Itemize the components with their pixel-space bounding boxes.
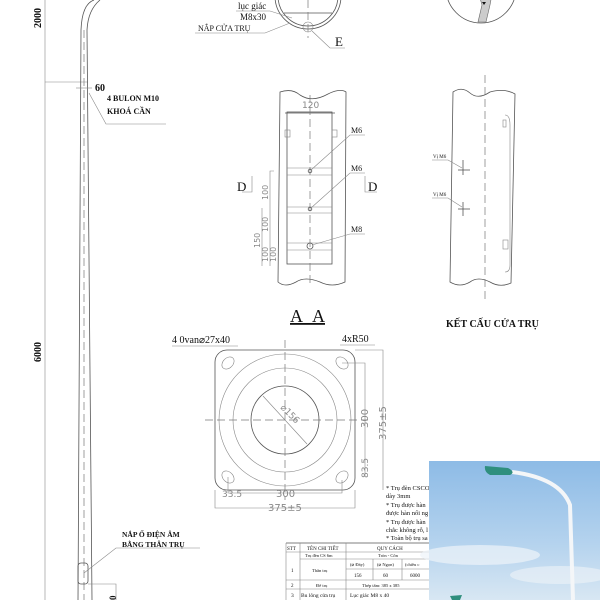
svg-text:QUY CÁCH: QUY CÁCH	[377, 546, 403, 552]
svg-text:300: 300	[360, 409, 371, 428]
svg-text:chắc không rỗ, l: chắc không rỗ, l	[386, 527, 428, 534]
hex-bolt-label: lục giác	[238, 1, 266, 11]
socket-label-1: NẮP Ổ ĐIỆN ÂM	[122, 529, 180, 539]
svg-text:100: 100	[269, 247, 278, 262]
door-cover-label: NẮP CỬA TRỤ	[198, 23, 251, 33]
svg-text:375±5: 375±5	[378, 406, 389, 440]
svg-text:100: 100	[261, 247, 270, 262]
dim-60: 60	[95, 83, 105, 94]
svg-text:Thép tấm: 385 x 385: Thép tấm: 385 x 385	[362, 583, 400, 588]
svg-text:(chiều c: (chiều c	[405, 562, 419, 567]
base-plate-section: A_A 4 0van⌀27x40 4xR50 ⌀156 300 375±5 83…	[172, 306, 389, 514]
arm-lock-label: KHOÁ CẦN	[107, 106, 151, 116]
dim-6000: 6000	[33, 342, 44, 362]
svg-text:(⌀ Đáy): (⌀ Đáy)	[350, 562, 365, 567]
section-title: A_A	[290, 306, 325, 326]
svg-text:Tròn - Côn: Tròn - Côn	[378, 553, 399, 558]
svg-text:4 0van⌀27x40: 4 0van⌀27x40	[172, 335, 230, 346]
svg-text:* Trụ đèn CSCO: * Trụ đèn CSCO	[386, 485, 430, 492]
svg-text:1: 1	[291, 569, 294, 574]
svg-text:Vị M6: Vị M6	[433, 155, 447, 160]
section-d-left: D	[237, 179, 246, 194]
svg-text:M8x30: M8x30	[240, 12, 267, 22]
svg-text:100: 100	[261, 185, 270, 200]
spec-table: STT TÊN CHI TIẾT QUY CÁCH Trụ đèn CS 6m …	[285, 542, 430, 600]
svg-text:4xR50: 4xR50	[342, 334, 369, 345]
door-front-view: 120 M6 M6 M8 D D 100 100 150 100 100	[237, 90, 377, 286]
hatch-detail	[447, 0, 515, 24]
door-bolt-spec: Lục giác M8 x 40	[350, 593, 389, 599]
svg-text:dày 3mm: dày 3mm	[386, 493, 410, 500]
svg-text:Thân trụ: Thân trụ	[312, 568, 328, 573]
svg-text:M6: M6	[351, 126, 362, 135]
svg-text:Đế trụ: Đế trụ	[316, 583, 328, 588]
cover-detail: lục giác M8x30 NẮP CỬA TRỤ E	[195, 0, 345, 49]
svg-text:300: 300	[276, 489, 295, 500]
svg-text:⌀156: ⌀156	[278, 403, 301, 426]
svg-text:Trụ đèn CS 6m: Trụ đèn CS 6m	[305, 553, 333, 558]
svg-text:M6: M6	[351, 164, 362, 173]
svg-text:được hàn nối ng: được hàn nối ng	[386, 510, 429, 517]
svg-text:* Trụ được hàn: * Trụ được hàn	[386, 519, 426, 526]
svg-text:* Trụ được hàn: * Trụ được hàn	[386, 502, 426, 509]
svg-text:3: 3	[291, 593, 294, 599]
svg-text:STT: STT	[287, 547, 296, 552]
svg-text:83.5: 83.5	[361, 458, 371, 478]
svg-text:100: 100	[261, 217, 270, 232]
door-bolt-name: Bu lông cửa trụ	[301, 593, 336, 599]
pole-elevation: 2000 6000 60 4 BULON M10 KHOÁ CẦN NẮP Ổ …	[33, 0, 200, 600]
detail-mark-e: E	[335, 34, 343, 49]
svg-text:33.5: 33.5	[222, 490, 242, 500]
svg-text:2: 2	[291, 584, 294, 589]
socket-label-2: BẰNG THÂN TRỤ	[122, 539, 185, 549]
door-structure-view: Vị M6 Vị M6 KẾT CẤU CỬA TRỤ	[432, 75, 539, 330]
notes: * Trụ đèn CSCO dày 3mm * Trụ được hàn đư…	[386, 485, 430, 542]
svg-text:6000: 6000	[410, 574, 421, 579]
pole-outline-right	[86, 0, 101, 600]
svg-text:120: 120	[302, 101, 319, 111]
socket-cover	[77, 562, 89, 585]
svg-text:60: 60	[383, 574, 389, 579]
svg-text:Vị M6: Vị M6	[433, 193, 447, 198]
svg-text:0: 0	[108, 595, 118, 600]
svg-text:M8: M8	[351, 225, 362, 234]
svg-text:150: 150	[253, 233, 262, 248]
svg-text:(⌀ Ngọn): (⌀ Ngọn)	[377, 562, 394, 567]
arm-bolt-label: 4 BULON M10	[107, 94, 159, 103]
svg-text:156: 156	[354, 574, 362, 579]
section-d-right: D	[368, 179, 377, 194]
svg-text:* Toàn bộ trụ sa: * Toàn bộ trụ sa	[386, 535, 428, 542]
svg-text:375±5: 375±5	[268, 503, 302, 514]
door-structure-title: KẾT CẤU CỬA TRỤ	[446, 317, 539, 330]
dim-2000: 2000	[33, 8, 44, 28]
svg-text:TÊN CHI TIẾT: TÊN CHI TIẾT	[307, 546, 339, 552]
street-light-photo	[420, 461, 600, 600]
pole-outline-left	[77, 0, 95, 600]
